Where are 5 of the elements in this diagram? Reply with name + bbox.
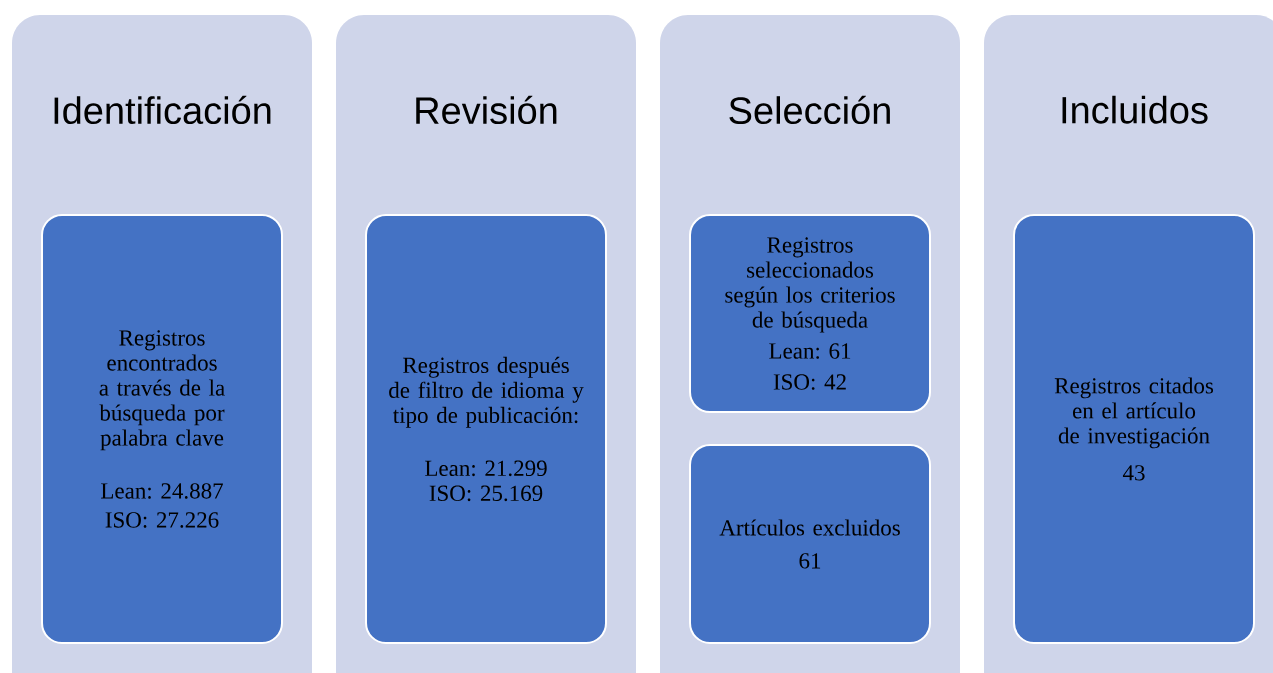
record-box: Registros después de filtro de idioma y tipo de publicación: Lean: 21.299 ISO: 25.169 xyxy=(365,214,607,644)
record-box: Registros citados en el artículo de investigación 43 xyxy=(1013,214,1255,644)
record-box: Registros seleccionados según los criterios de búsqueda Lean: 61 ISO: 42 xyxy=(689,214,931,414)
record-box: Registros encontrados a través de la búsqueda por palabra clave Lean: 24.887 ISO: 27.226 xyxy=(41,214,283,644)
record-box: Artículos excluidos 61 xyxy=(689,444,931,644)
